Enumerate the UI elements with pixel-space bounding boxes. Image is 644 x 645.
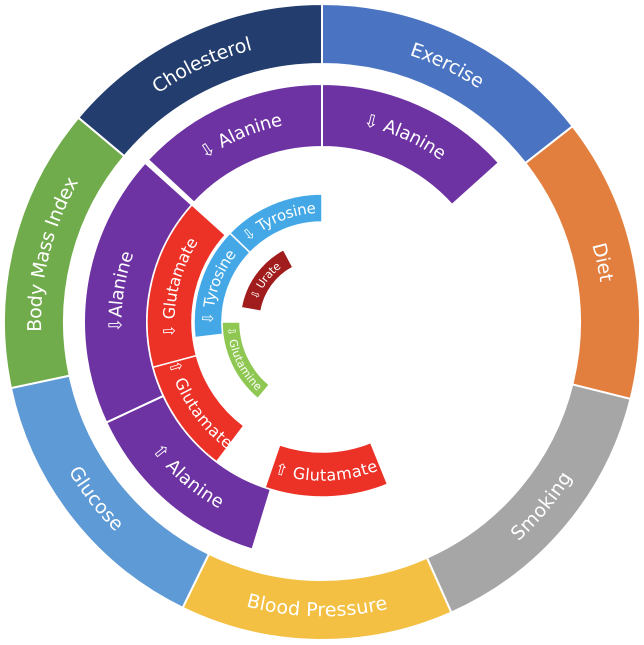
outer-segment-exercise: Exercise (321, 2, 574, 165)
inner-arc-1-shape (146, 82, 323, 205)
inner-arc-9-shape (221, 321, 271, 400)
inner-arc-10-shape (240, 248, 294, 313)
inner-arc-0-shape (321, 82, 501, 207)
outer-segment-shape (76, 2, 323, 158)
inner-arc-8-shape (228, 193, 323, 254)
inner-arc-6-shape (264, 441, 389, 498)
inner-arc-2: ⇩Alanine (83, 161, 194, 424)
inner-arcs: ⇩ Alanine⇩ Alanine⇩Alanine⇧ Alanine⇩ Glu… (83, 82, 501, 551)
inner-arc-3-shape (104, 394, 273, 551)
inner-arc-6: ⇧ Glutamate (264, 441, 389, 498)
outer-segment-cholesterol: Cholesterol (76, 2, 323, 158)
inner-arc-4-shape (146, 203, 227, 369)
outer-segment-diet: Diet (523, 124, 641, 401)
inner-arc-5-shape (152, 354, 245, 463)
inner-arc-0: ⇩ Alanine (321, 82, 501, 207)
inner-arc-1: ⇩ Alanine (146, 82, 323, 205)
